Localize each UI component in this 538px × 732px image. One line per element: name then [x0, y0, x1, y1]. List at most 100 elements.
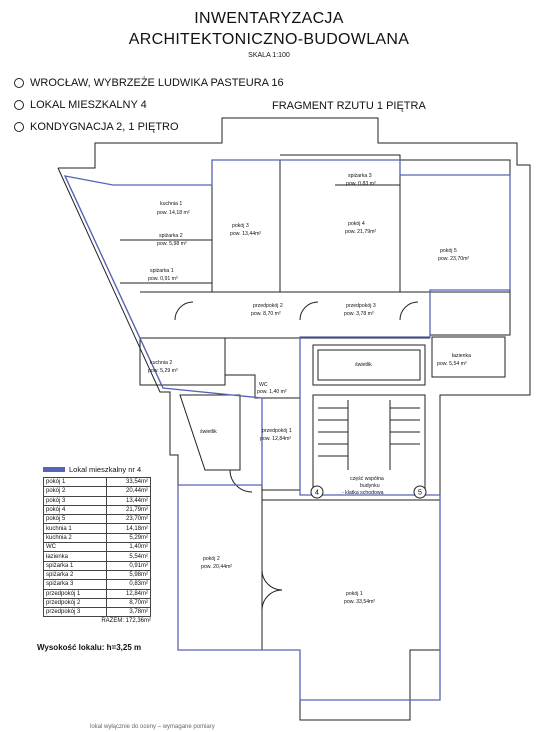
axis-label-5: 5	[418, 490, 422, 497]
room-area-przedpokoj1: pow. 12,84m²	[260, 436, 291, 442]
room-name-wc: WC	[259, 382, 268, 388]
wall-corridor-1	[262, 338, 301, 491]
room-area-cell: 33,54m²	[106, 476, 151, 488]
room-area-cell: 8,70m²	[106, 597, 151, 609]
area-total: RAZEM: 172,36m²	[101, 618, 151, 625]
info-address: WROCŁAW, WYBRZEŻE LUDWIKA PASTEURA 16	[14, 77, 284, 89]
room-area-cell: 5,98m²	[106, 569, 151, 581]
room-name-kuchnia1: kuchnia 1	[160, 201, 182, 207]
circle-bullet-icon	[14, 78, 24, 88]
axis-marker-5	[413, 485, 427, 499]
room-name-cell: pokój 4	[42, 504, 108, 516]
door-swing	[174, 301, 194, 321]
door-swing	[299, 301, 319, 321]
unit-height: Wysokość lokalu: h=3,25 m	[37, 643, 142, 652]
room-name-cell: przedpokój 1	[42, 588, 108, 599]
outer-wall-left	[57, 167, 440, 721]
apartment-outline	[63, 159, 511, 701]
door-swing	[399, 301, 419, 321]
room-name-spizarka3: spiżarka 3	[348, 173, 372, 179]
room-area-cell: 21,79m²	[106, 504, 151, 516]
room-area-wc: pow. 1,40 m²	[257, 389, 287, 395]
room-area-cell: 13,44m²	[106, 495, 151, 506]
common-area-line1: część wspólna	[350, 476, 384, 482]
room-area-cell: 23,70m²	[106, 514, 151, 525]
room-name-cell: pokój 3	[42, 495, 108, 506]
legend-header: Lokal mieszkalny nr 4	[43, 465, 166, 474]
wall-kuchnia2	[139, 338, 226, 386]
room-area-przedpokoj3: pow. 3,78 m²	[344, 311, 374, 317]
room-name-cell: pokój 1	[42, 476, 108, 488]
room-name-przedpokoj3: przedpokój 3	[346, 303, 376, 309]
room-name-cell: spiżarka 3	[42, 579, 108, 590]
room-name-cell: kuchnia 1	[42, 523, 108, 534]
room-name-spizarka1: spiżarka 1	[150, 268, 174, 274]
room-name-cell: WC	[42, 542, 108, 553]
legend-swatch	[43, 467, 65, 472]
axis-label-4: 4	[315, 490, 319, 497]
room-name-spizarka2: spiżarka 2	[159, 233, 183, 239]
circle-bullet-icon	[14, 122, 24, 132]
room-area-cell: 0,91m²	[106, 560, 151, 571]
skylight-label-left: świetlik	[200, 429, 217, 435]
stair-rails	[347, 400, 391, 470]
wall-lazienka	[431, 336, 506, 378]
room-area-pokoj2: pow. 20,44m²	[201, 564, 232, 570]
room-name-cell: pokój 2	[42, 486, 108, 497]
room-name-cell: kuchnia 2	[42, 532, 108, 544]
room-area-spizarka1: pow. 0,91 m²	[148, 276, 178, 282]
skylight-top	[312, 344, 426, 386]
door-swing	[229, 469, 253, 493]
info-floor: KONDYGNACJA 2, 1 PIĘTRO	[14, 121, 179, 133]
room-name-pokoj3: pokój 3	[232, 223, 249, 229]
room-area-cell: 1,40m²	[106, 542, 151, 553]
circle-bullet-icon	[14, 100, 24, 110]
skylight-top-inner	[317, 349, 421, 381]
stair-steps	[318, 407, 420, 457]
room-name-pokoj1: pokój 1	[346, 591, 363, 597]
room-name-cell: przedpokój 3	[42, 607, 108, 618]
room-name-pokoj2: pokój 2	[203, 556, 220, 562]
info-unit: LOKAL MIESZKALNY 4	[14, 99, 147, 111]
title-line-1: INWENTARYZACJA	[194, 10, 344, 27]
room-area-spizarka2: pow. 5,98 m²	[157, 241, 187, 247]
room-area-cell: 20,44m²	[106, 486, 151, 497]
room-area-pokoj5: pow. 23,70m²	[438, 256, 469, 262]
room-area-cell: 12,84m²	[106, 588, 151, 599]
title-line-2: ARCHITEKTONICZNO-BUDOWLANA	[128, 31, 410, 48]
room-name-cell: pokój 5	[42, 514, 108, 525]
room-name-pokoj5: pokój 5	[440, 248, 457, 254]
room-area-spizarka3: pow. 0,83 m²	[346, 181, 376, 187]
room-area-cell: 5,29m²	[106, 532, 151, 544]
room-name-przedpokoj1: przedpokój 1	[262, 428, 292, 434]
room-area-cell: 3,78m²	[106, 607, 151, 618]
room-name-cell: spiżarka 1	[42, 560, 108, 571]
room-area-pokoj4: pow. 21,79m²	[345, 229, 376, 235]
room-area-lazienka: pow. 5,54 m²	[437, 361, 467, 367]
fragment-label: FRAGMENT RZUTU 1 PIĘTRA	[272, 100, 426, 112]
room-name-kuchnia2: kuchnia 2	[150, 360, 172, 366]
room-area-kuchnia2: pow. 5,29 m²	[148, 368, 178, 374]
room-area-kuchnia1: pow. 14,18 m²	[157, 210, 190, 216]
room-name-lazienka: łazienka	[452, 353, 471, 359]
outer-wall-top	[58, 117, 531, 655]
double-door-swing	[261, 569, 283, 611]
room-name-przedpokoj2: przedpokój 2	[253, 303, 283, 309]
room-area-pokoj1: pow. 33,54m²	[344, 599, 375, 605]
skylight-label-top: świetlik	[355, 362, 372, 368]
room-name-pokoj4: pokój 4	[348, 221, 365, 227]
